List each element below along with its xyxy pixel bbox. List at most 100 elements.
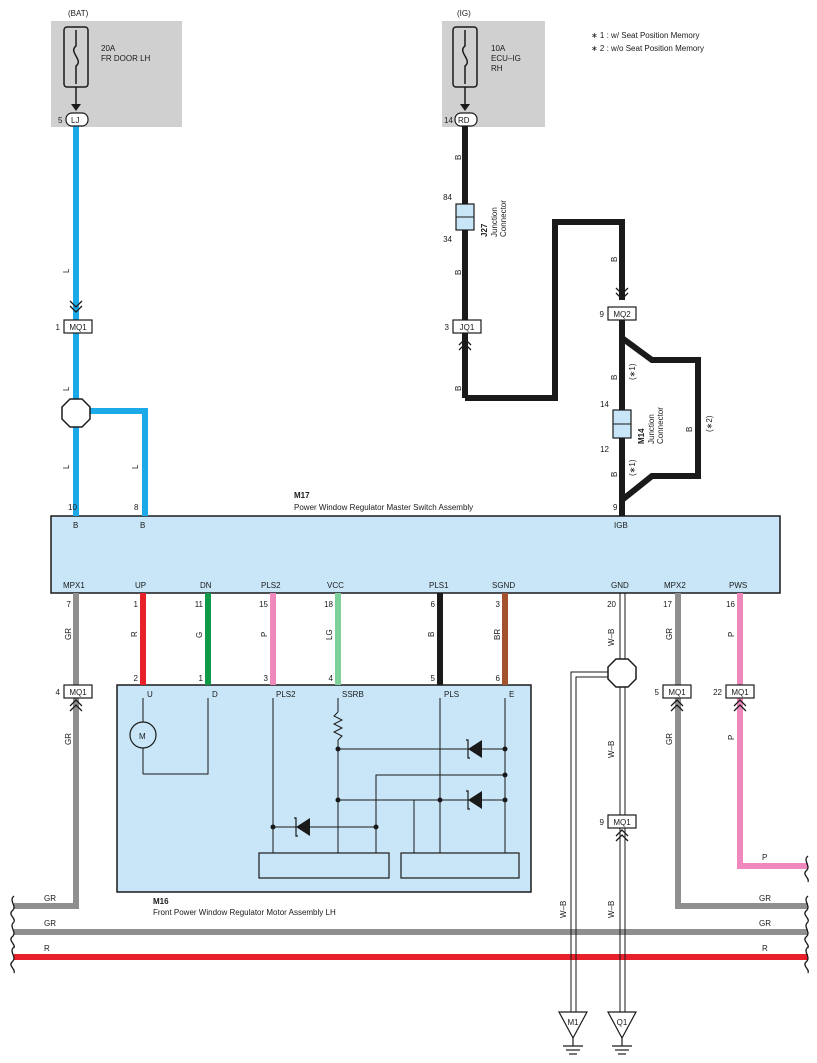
m16-term-pls2: PLS2 <box>276 690 296 699</box>
bat-fuse-icon <box>63 26 89 88</box>
m17-top-pin-8: 8 <box>134 503 139 512</box>
m17-pin-3: 3 <box>496 600 501 609</box>
wire-label-r-bus-left: R <box>44 944 50 953</box>
master-switch-name: Power Window Regulator Master Switch Ass… <box>294 503 473 512</box>
m17-top-pin-9: 9 <box>613 503 618 512</box>
motor-icon <box>129 721 157 749</box>
m14-pin-top: 14 <box>600 400 609 409</box>
m17-term-vcc: VCC <box>327 581 344 590</box>
mq1-top-pin: 1 <box>56 323 61 332</box>
mq1-left-name: MQ1 <box>69 688 87 697</box>
zener-diode-icons <box>294 739 482 837</box>
m17-term-pls2: PLS2 <box>261 581 281 590</box>
chevron-icons <box>69 287 747 842</box>
wire-label-r-bus-right: R <box>762 944 768 953</box>
wire-label-p: P <box>260 632 269 637</box>
ig-fuse-name1: ECU–IG <box>491 54 521 63</box>
m17-term-gnd: GND <box>611 581 629 590</box>
m16-term-u: U <box>147 690 153 699</box>
bat-fuse-connector: LJ <box>71 116 79 125</box>
j27-pin-bottom: 34 <box>443 235 452 244</box>
m14-label2: Connector <box>656 407 665 444</box>
m16-term-pls: PLS <box>444 690 459 699</box>
m17-term-sgnd: SGND <box>492 581 515 590</box>
m17-pin-15: 15 <box>259 600 268 609</box>
jq1-pin: 3 <box>445 323 450 332</box>
m17-term-up: UP <box>135 581 146 590</box>
ig-fuse-icon <box>452 26 478 88</box>
wire-label-gr-bus-right2: GR <box>759 919 771 928</box>
ig-fuse-rating: 10A <box>491 44 506 53</box>
j27-label1: Junction <box>490 207 499 237</box>
wire-label-b-2: B <box>454 270 463 275</box>
wire-pink-pws <box>737 593 808 869</box>
ig-fuse-pin: 14 <box>444 116 453 125</box>
m17-term-mpx2: MPX2 <box>664 581 686 590</box>
wire-label-gr-1: GR <box>64 628 73 640</box>
jq1-name: JQ1 <box>460 323 475 332</box>
m17-term-mpx1: MPX1 <box>63 581 85 590</box>
wire-label-star2: (∗2) <box>705 415 714 432</box>
ig-supply-label: (IG) <box>457 9 471 18</box>
ground-m1-icon <box>557 1011 589 1055</box>
m17-top-term-b1: B <box>73 521 78 530</box>
mq1-left-pin: 4 <box>56 688 61 697</box>
wire-label-g: G <box>195 632 204 638</box>
wire-label-gr-3: GR <box>665 628 674 640</box>
wire-label-r: R <box>130 631 139 637</box>
wire-label-gr-bus-right: GR <box>759 894 771 903</box>
wire-label-p-3: P <box>727 735 736 740</box>
ground-q1-icon <box>606 1011 638 1055</box>
wire-break-marks <box>10 855 809 974</box>
mq1-right-name: MQ1 <box>731 688 749 697</box>
mq1-gnd-pin: 9 <box>600 818 605 827</box>
motor-ic-block-1 <box>258 852 390 879</box>
motor-assy-name: Front Power Window Regulator Motor Assem… <box>153 908 336 917</box>
wire-label-b-3: B <box>454 386 463 391</box>
motor-ic-block-2 <box>400 852 520 879</box>
m16-pin-5: 5 <box>431 674 436 683</box>
mq1-right-pin: 22 <box>713 688 722 697</box>
m16-pin-4: 4 <box>329 674 334 683</box>
master-switch-id: M17 <box>294 491 310 500</box>
wire-label-l-3: L <box>62 464 71 469</box>
m17-pin-7: 7 <box>67 600 72 609</box>
wire-label-l-4: L <box>131 464 140 469</box>
m16-pin-2: 2 <box>134 674 139 683</box>
mq2-pin: 9 <box>600 310 605 319</box>
wire-label-wb-2: W–B <box>607 741 616 758</box>
wire-label-b-6: B <box>610 472 619 477</box>
wire-black <box>437 126 701 685</box>
wire-label-wb-4: W–B <box>559 901 568 918</box>
m17-pin-18: 18 <box>324 600 333 609</box>
j27-label2: Connector <box>499 200 508 237</box>
j27-id: J27 <box>480 223 489 237</box>
m17-pin-16: 16 <box>726 600 735 609</box>
wire-label-gr-2: GR <box>64 733 73 745</box>
motor-internal-nodes <box>270 746 508 830</box>
bat-supply-label: (BAT) <box>68 9 89 18</box>
wire-label-p-2: P <box>727 632 736 637</box>
ground-m1-label: M1 <box>567 1018 579 1027</box>
m16-pin-6: 6 <box>496 674 501 683</box>
mq1-mid-name: MQ1 <box>668 688 686 697</box>
wire-label-star1-a: (∗1) <box>628 363 637 380</box>
wire-label-gr-bus-left: GR <box>44 894 56 903</box>
mq1-top-name: MQ1 <box>69 323 87 332</box>
m17-pin-11: 11 <box>195 600 204 609</box>
bat-fuse-pin: 5 <box>58 116 63 125</box>
ig-fuse-name2: RH <box>491 64 503 73</box>
m14-label1: Junction <box>647 414 656 444</box>
j27-pin-top: 84 <box>443 193 452 202</box>
wire-label-gr-4: GR <box>665 733 674 745</box>
m17-top-term-b2: B <box>140 521 145 530</box>
m16-pin-1: 1 <box>199 674 204 683</box>
m17-term-dn: DN <box>200 581 212 590</box>
m17-term-pls1: PLS1 <box>429 581 449 590</box>
m14-id: M14 <box>637 428 646 444</box>
wire-label-wb-3: W–B <box>607 901 616 918</box>
wire-white-black <box>570 593 626 1012</box>
wire-label-l-2: L <box>62 386 71 391</box>
wire-label-gr-bus-mid: GR <box>44 919 56 928</box>
